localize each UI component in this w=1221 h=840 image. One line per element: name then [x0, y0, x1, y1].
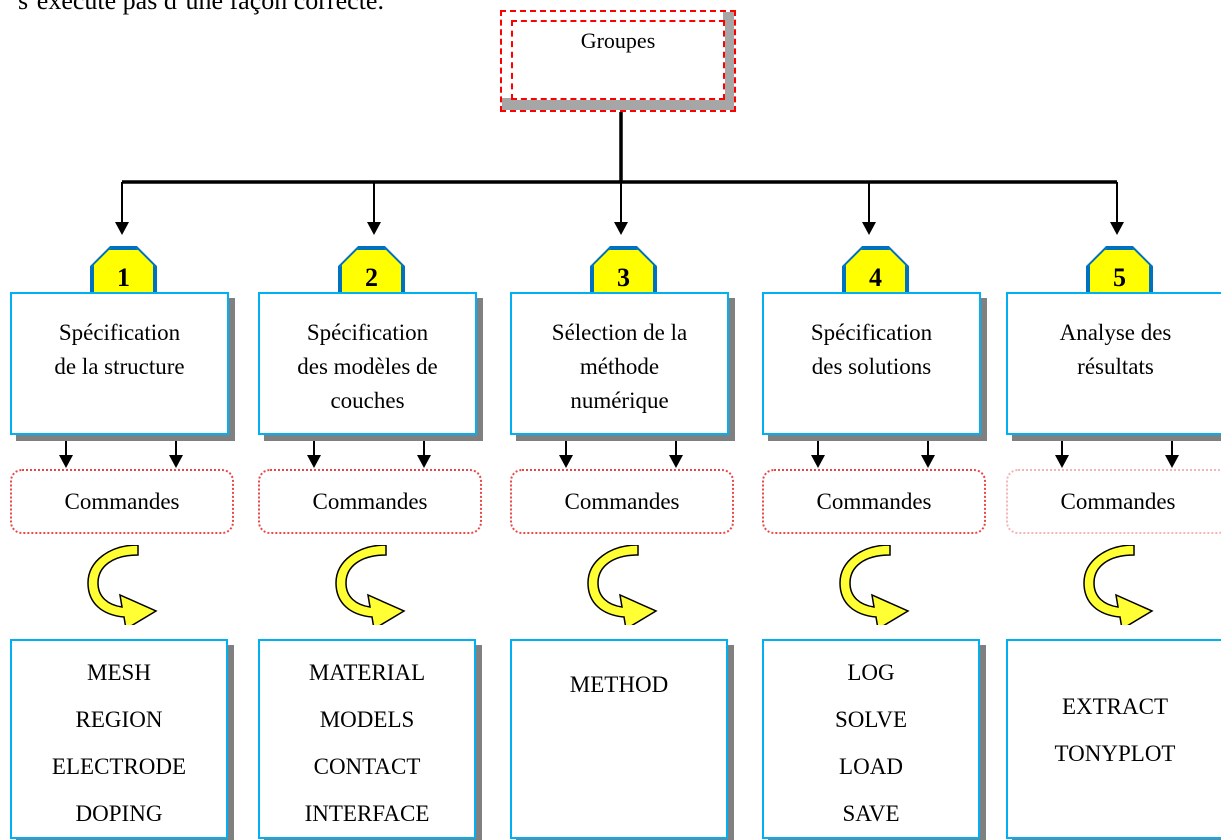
- arrow-head: [1110, 222, 1124, 235]
- sub-arrow-head: [559, 455, 573, 468]
- command-item: REGION: [75, 707, 163, 732]
- arrow-head: [367, 222, 381, 235]
- group-title: Spécification des solutions: [810, 320, 933, 379]
- commands-box: Commandes: [10, 469, 234, 534]
- root-node-inner: [511, 20, 725, 100]
- command-list: MATERIAL MODELS CONTACT INTERFACE: [258, 639, 476, 839]
- sub-arrow-head: [59, 455, 73, 468]
- sub-arrow-head: [1055, 455, 1069, 468]
- commands-box: Commandes: [762, 469, 986, 534]
- commands-box: Commandes: [258, 469, 482, 534]
- command-item: MATERIAL: [308, 660, 426, 685]
- group-card: Analyse des résultats: [1006, 292, 1221, 435]
- command-item: LOAD: [839, 754, 903, 779]
- sub-arrow-head: [1165, 455, 1179, 468]
- curved-arrow-icon: [335, 545, 406, 625]
- root-bevel-right: [723, 12, 734, 110]
- group-card: Spécification des modèles de couches: [258, 292, 477, 435]
- sub-arrow-head: [921, 455, 935, 468]
- command-list: MESH REGION ELECTRODE DOPING: [10, 639, 228, 839]
- command-item: CONTACT: [313, 754, 421, 779]
- badge-number: 3: [617, 263, 630, 292]
- group-title: Analyse des résultats: [1059, 320, 1172, 379]
- root-node: [500, 10, 736, 112]
- group-4: 4 Spécification des solutions Commandes …: [762, 246, 987, 840]
- arrow-head: [115, 222, 129, 235]
- command-list: EXTRACT TONYPLOT: [1006, 639, 1221, 839]
- sub-arrow-head: [417, 455, 431, 468]
- sub-arrow-head: [811, 455, 825, 468]
- command-item: LOG: [847, 660, 895, 685]
- command-item: INTERFACE: [304, 801, 430, 826]
- root-bevel-bottom: [502, 98, 734, 110]
- group-title: Spécification des modèles de couches: [297, 320, 438, 413]
- group-card: Spécification de la structure: [10, 292, 229, 435]
- group-card: Sélection de la méthode numérique: [510, 292, 729, 435]
- badge-number: 5: [1113, 263, 1126, 292]
- command-item: ELECTRODE: [51, 754, 187, 779]
- command-item: SAVE: [842, 801, 900, 826]
- sub-arrow-head: [307, 455, 321, 468]
- command-item: DOPING: [75, 801, 163, 826]
- badge-number: 1: [117, 263, 130, 292]
- command-item: TONYPLOT: [1054, 741, 1176, 766]
- group-card: Spécification des solutions: [762, 292, 981, 435]
- sub-arrow-head: [169, 455, 183, 468]
- commands-box: Commandes: [1006, 469, 1221, 534]
- group-2: 2 Spécification des modèles de couches C…: [258, 246, 483, 840]
- curved-arrow-icon: [87, 545, 158, 625]
- group-1: 1 Spécification de la structure Commande…: [10, 246, 235, 840]
- command-item: EXTRACT: [1061, 694, 1169, 719]
- command-item: SOLVE: [835, 707, 907, 732]
- group-3: 3 Sélection de la méthode numérique Comm…: [510, 246, 735, 840]
- command-list: METHOD: [510, 639, 728, 839]
- curved-arrow-icon: [1083, 545, 1154, 625]
- curved-arrow-icon: [839, 545, 910, 625]
- commands-box: Commandes: [510, 469, 734, 534]
- arrow-head: [862, 222, 876, 235]
- command-item: MESH: [87, 660, 151, 685]
- header-text: s’exécute pas d’une façon correcte.: [18, 0, 384, 15]
- command-item: METHOD: [569, 672, 669, 697]
- root-label: Groupes: [580, 28, 656, 53]
- badge-number: 4: [869, 263, 882, 292]
- arrow-head: [614, 222, 628, 235]
- curved-arrow-icon: [587, 545, 658, 625]
- group-title: Sélection de la méthode numérique: [551, 320, 688, 413]
- command-item: MODELS: [319, 707, 415, 732]
- group-title: Spécification de la structure: [54, 320, 185, 379]
- sub-arrow-head: [669, 455, 683, 468]
- command-list: LOG SOLVE LOAD SAVE: [762, 639, 980, 839]
- badge-number: 2: [365, 263, 378, 292]
- group-5: 5 Analyse des résultats Commandes EXTRAC…: [1006, 246, 1221, 840]
